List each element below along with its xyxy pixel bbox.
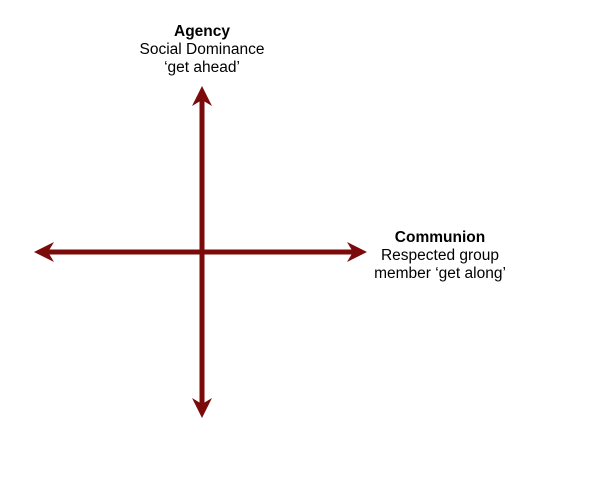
vertical-axis-top-arrowhead	[192, 86, 212, 106]
agency-subtitle-line1: Social Dominance	[139, 41, 265, 58]
agency-title: Agency	[174, 23, 230, 40]
vertical-axis-bottom-arrowhead	[192, 398, 212, 418]
agency-subtitle-line2: ‘get ahead’	[164, 59, 240, 76]
vertical-axis-arrow	[192, 86, 212, 418]
agency-label: Agency Social Dominance ‘get ahead’	[102, 23, 302, 77]
communion-label: Communion Respected group member ‘get al…	[352, 229, 528, 283]
horizontal-axis-right-arrowhead	[347, 242, 367, 262]
horizontal-axis-left-arrowhead	[34, 242, 54, 262]
communion-title: Communion	[394, 229, 486, 246]
communion-subtitle-line1: Respected group	[380, 247, 500, 264]
communion-subtitle-line2: member ‘get along’	[374, 265, 506, 282]
